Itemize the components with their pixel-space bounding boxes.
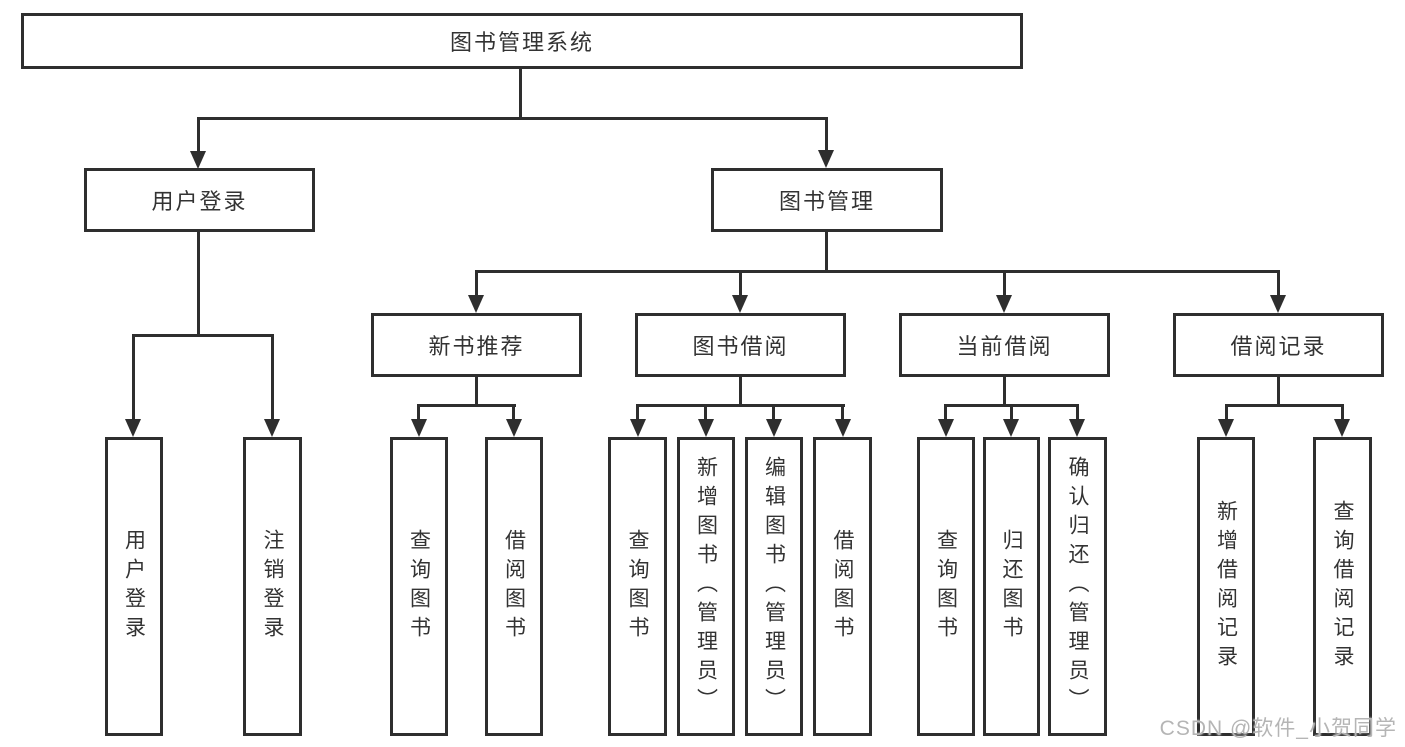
connector-arrowhead <box>630 419 646 437</box>
connector-line <box>475 270 478 297</box>
connector-arrowhead <box>835 419 851 437</box>
connector-line <box>1003 377 1006 407</box>
leaf-add-books-admin: 新增图书（管理员） <box>677 437 735 736</box>
node-label: 用户登录 <box>122 528 146 645</box>
connector-line <box>825 117 828 153</box>
leaf-logout: 注销登录 <box>243 437 302 736</box>
connector-line <box>418 404 516 407</box>
leaf-query-books-2: 查询图书 <box>608 437 667 736</box>
node-label: 确认归还（管理员） <box>1066 456 1089 717</box>
connector-arrowhead <box>1069 419 1085 437</box>
connector-line <box>636 404 639 422</box>
connector-arrowhead <box>1270 295 1286 313</box>
connector-line <box>197 117 200 153</box>
connector-line <box>841 404 844 422</box>
connector-line <box>132 334 274 337</box>
node-label: 编辑图书（管理员） <box>762 456 786 717</box>
connector-arrowhead <box>938 419 954 437</box>
connector-line <box>197 117 828 120</box>
node-label: 借阅图书 <box>502 528 526 645</box>
csdn-watermark: CSDN @软件_小贺同学 <box>1159 717 1397 740</box>
leaf-query-books-1: 查询图书 <box>390 437 448 736</box>
connector-line <box>519 68 522 118</box>
connector-line <box>1341 404 1344 422</box>
node-label: 注销登录 <box>261 528 284 645</box>
connector-arrowhead <box>1003 419 1019 437</box>
connector-line <box>1003 270 1006 297</box>
node-label: 当前借阅 <box>956 334 1053 359</box>
node-label: 查询图书 <box>934 528 958 645</box>
node-label: 借阅记录 <box>1230 334 1327 359</box>
connector-line <box>271 334 274 420</box>
node-label: 新书推荐 <box>428 334 525 359</box>
connector-arrowhead <box>1218 419 1234 437</box>
connector-line <box>1225 404 1228 422</box>
connector-arrowhead <box>996 295 1012 313</box>
connector-line <box>739 377 742 407</box>
connector-arrowhead <box>264 419 280 437</box>
leaf-user-login: 用户登录 <box>105 437 163 736</box>
node-label: 新增图书（管理员） <box>694 456 718 717</box>
node-label: 查询借阅记录 <box>1331 499 1354 674</box>
node-label: 查询图书 <box>626 528 649 645</box>
leaf-return-books: 归还图书 <box>983 437 1040 736</box>
connector-line <box>636 404 845 407</box>
node-label: 图书借阅 <box>692 334 789 359</box>
leaf-borrow-books-1: 借阅图书 <box>485 437 543 736</box>
connector-line <box>772 404 775 422</box>
node-root-library-system: 图书管理系统 <box>21 13 1023 69</box>
leaf-edit-books-admin: 编辑图书（管理员） <box>745 437 803 736</box>
node-label: 新增借阅记录 <box>1214 499 1238 674</box>
connector-line <box>1010 404 1013 422</box>
node-borrowing-records: 借阅记录 <box>1173 313 1384 377</box>
connector-arrowhead <box>698 419 714 437</box>
node-book-management-branch: 图书管理 <box>711 168 943 232</box>
leaf-query-books-3: 查询图书 <box>917 437 975 736</box>
connector-line <box>825 232 828 273</box>
leaf-confirm-return-admin: 确认归还（管理员） <box>1048 437 1107 736</box>
connector-arrowhead <box>468 295 484 313</box>
node-user-login-branch: 用户登录 <box>84 168 315 232</box>
node-new-book-recommendation: 新书推荐 <box>371 313 582 377</box>
leaf-add-borrow-record: 新增借阅记录 <box>1197 437 1255 736</box>
connector-line <box>704 404 707 422</box>
connector-line <box>475 270 1280 273</box>
connector-arrowhead <box>125 419 141 437</box>
connector-line <box>417 404 420 422</box>
connector-line <box>197 232 200 336</box>
node-label: 图书管理 <box>778 189 875 214</box>
connector-arrowhead <box>1334 419 1350 437</box>
leaf-query-borrow-record: 查询借阅记录 <box>1313 437 1372 736</box>
leaf-borrow-books-2: 借阅图书 <box>813 437 872 736</box>
node-label: 用户登录 <box>151 189 248 214</box>
connector-line <box>475 377 478 407</box>
node-label: 图书管理系统 <box>449 30 594 55</box>
connector-line <box>512 404 515 422</box>
connector-arrowhead <box>411 419 427 437</box>
connector-arrowhead <box>818 150 834 168</box>
connector-line <box>132 334 135 420</box>
connector-arrowhead <box>506 419 522 437</box>
connector-line <box>1076 404 1079 422</box>
connector-arrowhead <box>732 295 748 313</box>
node-label: 查询图书 <box>407 528 431 645</box>
connector-line <box>1277 270 1280 297</box>
connector-line <box>1277 377 1280 407</box>
node-book-borrowing: 图书借阅 <box>635 313 846 377</box>
node-label: 借阅图书 <box>831 528 854 645</box>
connector-line <box>739 270 742 297</box>
connector-line <box>1225 404 1344 407</box>
connector-arrowhead <box>766 419 782 437</box>
node-current-borrowing: 当前借阅 <box>899 313 1110 377</box>
connector-line <box>944 404 947 422</box>
connector-arrowhead <box>190 151 206 169</box>
node-label: 归还图书 <box>1000 528 1023 645</box>
